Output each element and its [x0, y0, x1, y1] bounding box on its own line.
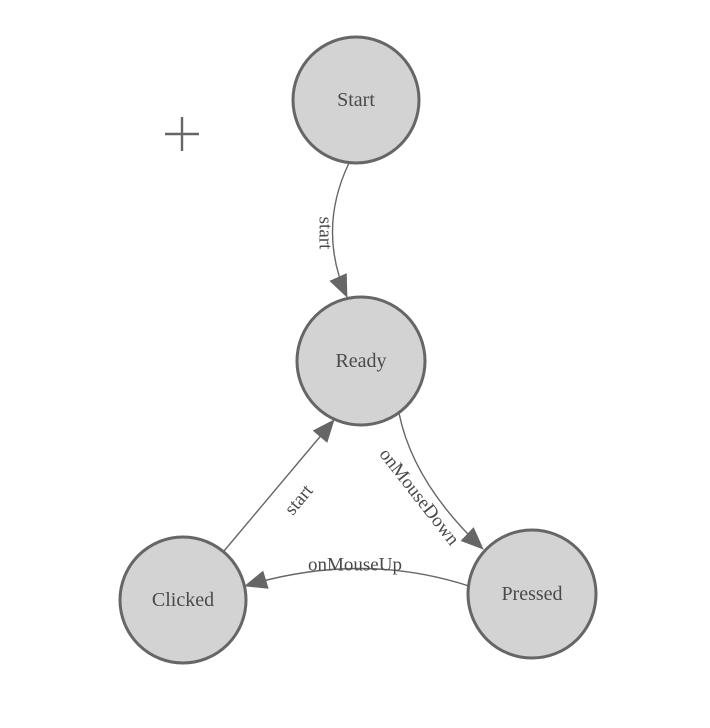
state-node-ready[interactable]: Ready	[295, 295, 427, 427]
state-node-ready-label: Ready	[335, 350, 386, 372]
edge-ready-to-pressed[interactable]	[398, 412, 484, 550]
edge-start-to-ready[interactable]	[329, 162, 350, 298]
state-node-clicked[interactable]: Clicked	[118, 535, 248, 665]
edge-label-clicked-to-ready: start	[280, 480, 318, 519]
state-node-start[interactable]: Start	[291, 35, 421, 165]
state-node-clicked-label: Clicked	[152, 589, 214, 611]
state-node-start-circle	[291, 35, 421, 165]
state-node-pressed[interactable]: Pressed	[466, 528, 598, 660]
edge-pressed-to-clicked[interactable]	[244, 567, 470, 589]
state-node-start-label: Start	[337, 89, 375, 111]
edge-label-pressed-to-clicked: onMouseUp	[308, 555, 402, 576]
state-node-ready-circle	[295, 295, 427, 427]
edge-label-ready-to-pressed: onMouseDown	[375, 444, 464, 550]
state-node-clicked-circle	[118, 535, 248, 665]
edge-label-start-to-ready: start	[315, 217, 336, 250]
state-node-pressed-label: Pressed	[501, 583, 562, 605]
edge-clicked-to-ready[interactable]	[223, 419, 335, 552]
state-node-pressed-circle	[466, 528, 598, 660]
plus-icon[interactable]	[165, 117, 199, 151]
